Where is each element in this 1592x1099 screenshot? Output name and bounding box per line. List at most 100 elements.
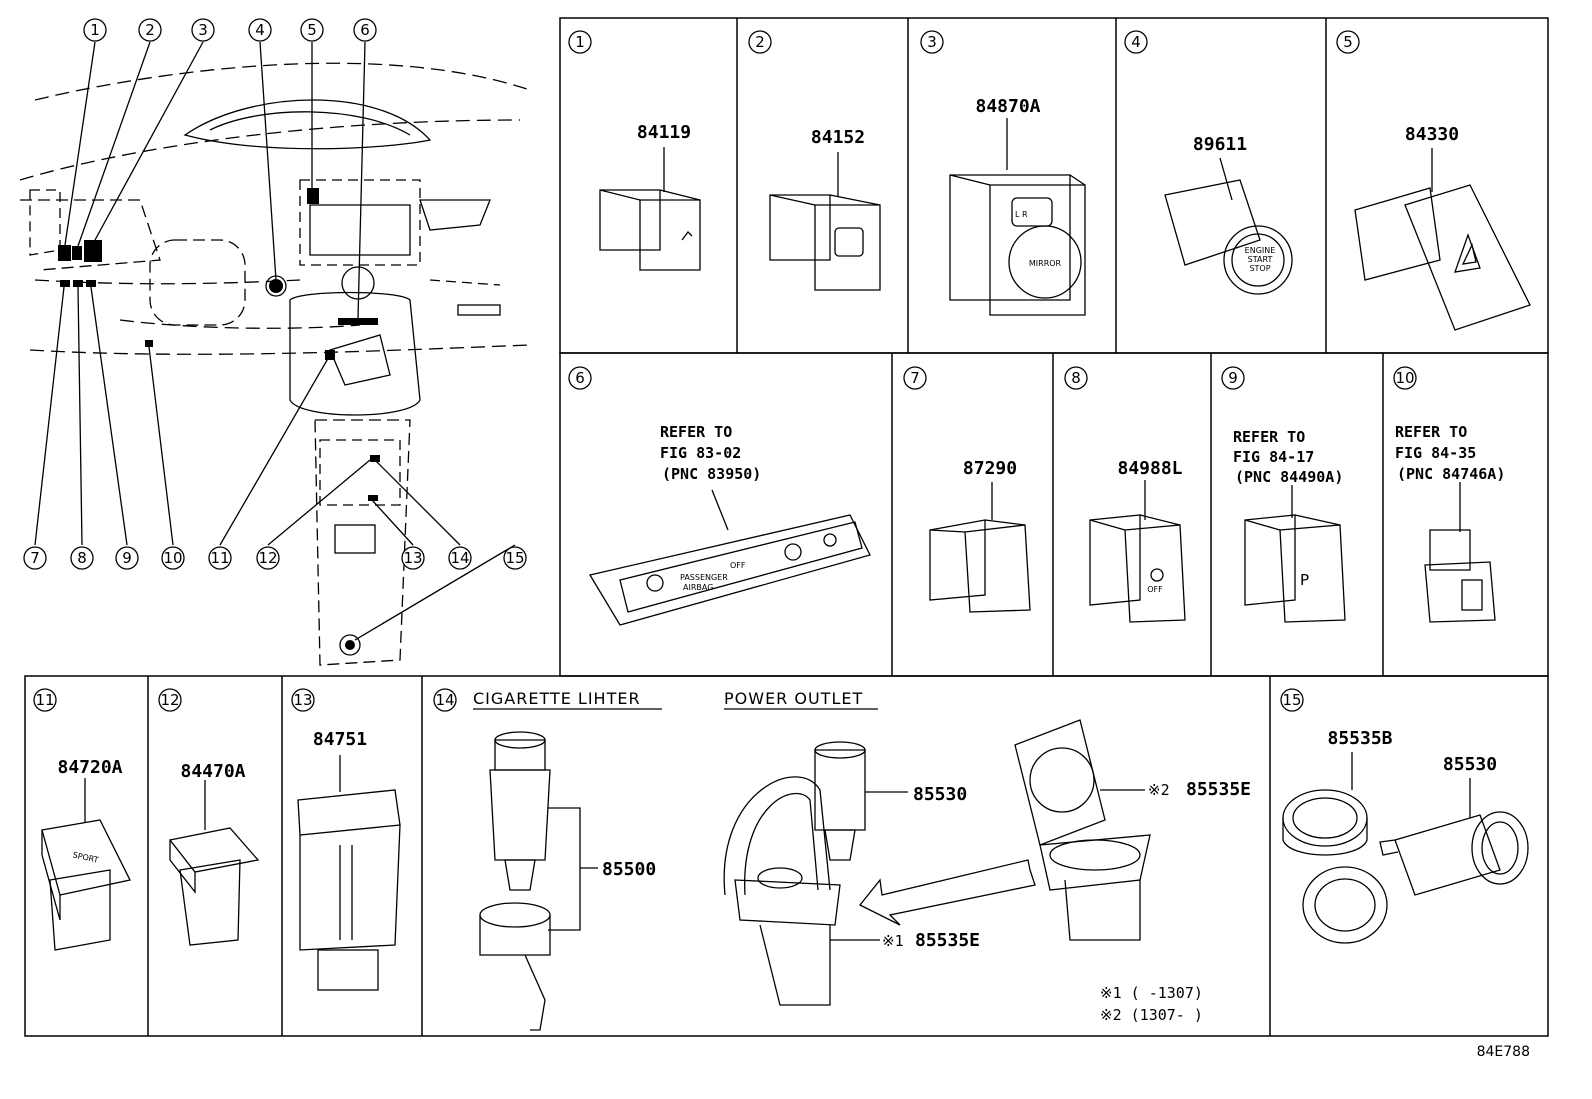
panel-11-index: 11 — [33, 688, 57, 712]
callout-8[interactable]: 8 — [70, 546, 94, 570]
part-number-89611[interactable]: 89611 — [1193, 134, 1247, 155]
svg-text:6: 6 — [575, 369, 585, 387]
panel-9-index: 9 — [1221, 366, 1245, 390]
callout-14-label: 14 — [450, 549, 469, 567]
dashboard-overview — [19, 62, 531, 666]
part-number-84152[interactable]: 84152 — [811, 127, 865, 148]
panel-9-refer-line-1: REFER TO — [1233, 428, 1305, 446]
part-sketch-84330 — [1354, 148, 1531, 331]
panel-10-refer-line-2[interactable]: FIG 84-35 — [1395, 444, 1476, 462]
part-number-87290[interactable]: 87290 — [963, 458, 1017, 479]
callout-7-label: 7 — [30, 549, 40, 567]
part-sketch-outlet-cap — [1282, 752, 1388, 944]
svg-text:15: 15 — [1282, 691, 1301, 709]
svg-text:1: 1 — [575, 33, 585, 51]
mirror-lr-text: L R — [1015, 210, 1028, 219]
svg-text:11: 11 — [35, 691, 54, 709]
part-number-84751[interactable]: 84751 — [313, 729, 367, 750]
part-sketch-parking-sensor-switch — [1244, 485, 1346, 623]
panel-1-index: 1 — [568, 30, 592, 54]
part-number-85530-socket[interactable]: 85530 — [1443, 754, 1497, 775]
part-number-84720a[interactable]: 84720A — [57, 757, 122, 778]
callout-12[interactable]: 12 — [256, 546, 280, 570]
panel-6-refer-line-3: (PNC 83950) — [662, 465, 761, 483]
panel-borders — [24, 17, 1549, 1037]
callout-13[interactable]: 13 — [401, 546, 425, 570]
part-sketch-power-outlet — [723, 719, 1151, 1006]
part-sketch-cigarette-lighter — [479, 731, 598, 1031]
panel-indexes: 1 2 3 4 5 6 7 8 9 10 11 12 13 14 15 — [33, 30, 1417, 712]
part-number-84119[interactable]: 84119 — [637, 122, 691, 143]
overview-callouts: 1 2 3 4 5 6 7 8 9 10 11 12 13 14 15 — [23, 18, 527, 570]
panel-12-index: 12 — [158, 688, 182, 712]
panel-10-refer-line-1: REFER TO — [1395, 423, 1467, 441]
part-number-84870a[interactable]: 84870A — [975, 96, 1040, 117]
callout-7[interactable]: 7 — [23, 546, 47, 570]
part-sketch-switch-connector — [1424, 482, 1496, 623]
sport-text: SPORT — [72, 850, 99, 864]
panel-8-index: 8 — [1064, 366, 1088, 390]
callout-9-label: 9 — [122, 549, 132, 567]
airbag-face-text-2: AIRBAG — [683, 583, 713, 592]
callout-6[interactable]: 6 — [353, 18, 377, 42]
callout-8-label: 8 — [77, 549, 87, 567]
callout-3-label: 3 — [198, 21, 208, 39]
panel-13-index: 13 — [291, 688, 315, 712]
panel-2-index: 2 — [748, 30, 772, 54]
start-stop-text-3: STOP — [1249, 264, 1270, 273]
part-number-85530-outlet[interactable]: 85530 — [913, 784, 967, 805]
svg-text:5: 5 — [1343, 33, 1353, 51]
part-number-85535e-1[interactable]: 85535E — [915, 930, 980, 951]
callout-11[interactable]: 11 — [208, 546, 232, 570]
callout-13-label: 13 — [403, 549, 422, 567]
part-sketch-85530-right — [1379, 778, 1529, 896]
airbag-face-text-3: OFF — [730, 561, 746, 570]
panel-6-index: 6 — [568, 366, 592, 390]
part-sketch-airbag-indicator — [588, 489, 871, 626]
panel-6-refer-line-2[interactable]: FIG 83-02 — [660, 444, 741, 462]
svg-text:8: 8 — [1071, 369, 1081, 387]
svg-text:9: 9 — [1228, 369, 1238, 387]
callout-4[interactable]: 4 — [248, 18, 272, 42]
svg-text:10: 10 — [1395, 369, 1414, 387]
mark-1: ※1 — [882, 932, 904, 950]
panel-15-index: 15 — [1280, 688, 1304, 712]
callout-2-label: 2 — [145, 21, 155, 39]
part-number-85500[interactable]: 85500 — [602, 859, 656, 880]
part-number-85535e-2[interactable]: 85535E — [1186, 779, 1251, 800]
callout-10[interactable]: 10 — [161, 546, 185, 570]
figure-code: 84E788 — [1477, 1044, 1530, 1060]
part-number-84988l[interactable]: 84988L — [1117, 458, 1182, 479]
svg-text:12: 12 — [160, 691, 179, 709]
panel-8-face-text: OFF — [1147, 585, 1163, 594]
callout-1[interactable]: 1 — [83, 18, 107, 42]
part-sketch-84751 — [297, 755, 401, 991]
panel-7-index: 7 — [903, 366, 927, 390]
panel-10-index: 10 — [1393, 366, 1417, 390]
callout-10-label: 10 — [163, 549, 182, 567]
callout-9[interactable]: 9 — [115, 546, 139, 570]
callout-14[interactable]: 14 — [448, 546, 472, 570]
callout-3[interactable]: 3 — [191, 18, 215, 42]
callout-2[interactable]: 2 — [138, 18, 162, 42]
part-sketch-89611 — [1164, 157, 1293, 295]
part-number-84470a[interactable]: 84470A — [180, 761, 245, 782]
panel-10-refer-line-3: (PNC 84746A) — [1397, 465, 1505, 483]
panel-14-index: 14 — [433, 688, 457, 712]
overview-leaders — [34, 41, 516, 641]
panel-9-refer-line-2[interactable]: FIG 84-17 — [1233, 448, 1314, 466]
part-number-84330[interactable]: 84330 — [1405, 124, 1459, 145]
callout-1-label: 1 — [90, 21, 100, 39]
svg-text:7: 7 — [910, 369, 920, 387]
callout-11-label: 11 — [210, 549, 229, 567]
callout-5[interactable]: 5 — [300, 18, 324, 42]
part-sketch-84870a — [949, 118, 1086, 316]
part-sketch-87290 — [929, 482, 1031, 613]
part-number-85535b[interactable]: 85535B — [1327, 728, 1392, 749]
callout-5-label: 5 — [307, 21, 317, 39]
mirror-button-text: MIRROR — [1029, 259, 1062, 268]
panel-5-index: 5 — [1336, 30, 1360, 54]
mark-2: ※2 — [1148, 781, 1170, 799]
callout-15[interactable]: 15 — [503, 546, 527, 570]
